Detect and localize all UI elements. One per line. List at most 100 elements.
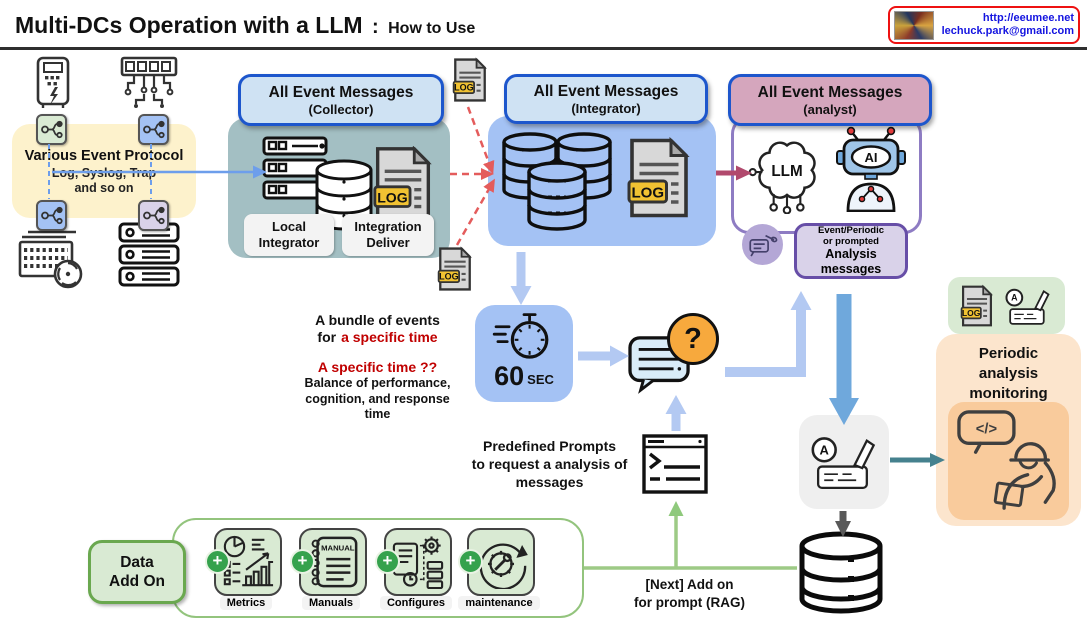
log-writing-box: LOG A [948, 277, 1065, 334]
plus-sign: + [382, 551, 393, 570]
rag-line: [Next] Add on [645, 577, 734, 592]
terminal-icon [642, 434, 708, 494]
server-stack-icon [118, 222, 180, 287]
label-line: Integration [354, 219, 422, 234]
title-underline [0, 47, 1087, 50]
log-document-icon: LOG [452, 57, 487, 102]
bundle-line: A bundle of events [315, 312, 440, 328]
configures-icon [392, 536, 444, 589]
question-mark: ? [684, 322, 702, 355]
stopwatch-icon [492, 313, 549, 359]
addon-label: Configures [371, 593, 461, 611]
plus-icon: + [290, 549, 315, 574]
analysis-chat-icon [742, 224, 783, 265]
analysis-messages-box: Event/Periodic or prompted Analysis mess… [794, 223, 908, 279]
plus-icon: + [205, 549, 230, 574]
prompts-line: Predefined Prompts [482, 438, 617, 454]
plus-sign: + [465, 551, 476, 570]
manual-icon-label: MANUAL [321, 543, 355, 552]
prompts-line: messages [515, 474, 584, 490]
periodic-line: monitoring [969, 385, 1048, 402]
contact-url-link[interactable]: http://eeumee.net [982, 12, 1074, 24]
code-glyph: </> [975, 422, 996, 438]
prompts-text: Predefined Prompts to request a analysis… [462, 437, 637, 491]
collector-header: All Event Messages (Collector) [238, 74, 444, 126]
analysis-messages-line: Analysis messages [820, 247, 882, 276]
metrics-icon [223, 535, 274, 587]
addon-label-text: Metrics [219, 596, 273, 610]
engineer-icon: </> [956, 410, 1056, 510]
title-main: Multi-DCs Operation with a LLM [15, 12, 363, 38]
bundle-line: cognition, and response [305, 391, 450, 406]
writing-icon: A [1004, 288, 1050, 325]
llm-brain-icon: LLM [748, 141, 816, 214]
writing-letter: A [1011, 292, 1018, 302]
timer-box: 60 SEC [475, 305, 573, 402]
collector-header-subtitle: (Collector) [308, 101, 374, 117]
analysis-messages-line: Event/Periodic [818, 225, 884, 236]
prompts-line: to request a analysis of [471, 456, 628, 472]
collector-header-title: All Event Messages [268, 83, 414, 101]
analyst-header-subtitle: (analyst) [803, 101, 857, 117]
log-badge-label: LOG [961, 308, 980, 318]
title-sub: How to Use [388, 20, 476, 37]
rag-line: for prompt (RAG) [634, 594, 745, 610]
bundle-line: Balance of performance, [304, 376, 451, 390]
integration-deliver-label: Integration Deliver [342, 214, 434, 256]
log-badge-label: LOG [439, 272, 459, 282]
writing-letter: A [820, 442, 829, 457]
analysis-writer-box: A [799, 415, 889, 509]
log-transfer-arrows [450, 106, 495, 246]
title-separator: : [372, 16, 379, 38]
addon-label-text: Manuals [301, 596, 360, 610]
data-add-on-title: Data [120, 554, 154, 571]
bundle-line: for [317, 329, 337, 345]
addon-label: maintenance [454, 593, 544, 611]
log-badge-label: LOG [632, 185, 665, 202]
analyst-header: All Event Messages (analyst) [728, 74, 932, 126]
contact-email-link[interactable]: lechuck.park@gmail.com [941, 25, 1074, 37]
bundle-line: time [364, 407, 391, 421]
contact-photo [894, 10, 934, 40]
network-switch-icon [120, 56, 178, 108]
plus-icon: + [375, 549, 400, 574]
log-document-icon: LOG [960, 284, 993, 326]
label-line: Integrator [258, 235, 320, 250]
log-badge-label: LOG [377, 189, 408, 205]
timer-value: 60 [494, 361, 525, 391]
log-badge-label: LOG [454, 83, 474, 93]
rag-database-icon [799, 531, 883, 614]
log-document-icon: LOG [373, 146, 432, 221]
protocol-chip-icon [36, 200, 67, 231]
rag-text: [Next] Add on for prompt (RAG) [612, 576, 767, 611]
log-document-icon: LOG [627, 136, 690, 218]
ai-robot-icon: AI [836, 126, 906, 212]
protocol-chip-icon [138, 200, 169, 231]
writing-icon: A [811, 437, 876, 490]
addon-label-text: maintenance [458, 596, 540, 610]
database-cluster-icon [502, 132, 612, 231]
label-line: Deliver [366, 235, 410, 250]
analysis-messages-line: or prompted [823, 236, 879, 247]
protocol-chip-icon [138, 114, 169, 145]
plus-icon: + [458, 549, 483, 574]
contact-box: http://eeumee.net lechuck.park@gmail.com [888, 6, 1080, 44]
analyst-header-title: All Event Messages [757, 83, 903, 101]
protocol-line: Log, Syslog, Trap [51, 166, 157, 180]
question-mark-icon: ? [667, 313, 719, 365]
integrator-header-title: All Event Messages [533, 82, 679, 100]
keyboard-fan-icon [18, 230, 83, 289]
manuals-icon: MANUAL [311, 536, 358, 588]
label-line: Local [272, 219, 306, 234]
bundle-line-red: a specific time [341, 329, 438, 345]
maintenance-icon [479, 543, 528, 589]
data-add-on-title: Add On [109, 573, 165, 590]
engineer-box: </> [948, 402, 1069, 520]
addon-label: Metrics [201, 593, 291, 611]
addon-label-text: Configures [379, 596, 453, 610]
plus-sign: + [212, 551, 223, 570]
periodic-line: analysis [978, 365, 1039, 382]
plus-sign: + [297, 551, 308, 570]
protocol-text: Various Event Protocol Log, Syslog, Trap… [12, 148, 196, 196]
